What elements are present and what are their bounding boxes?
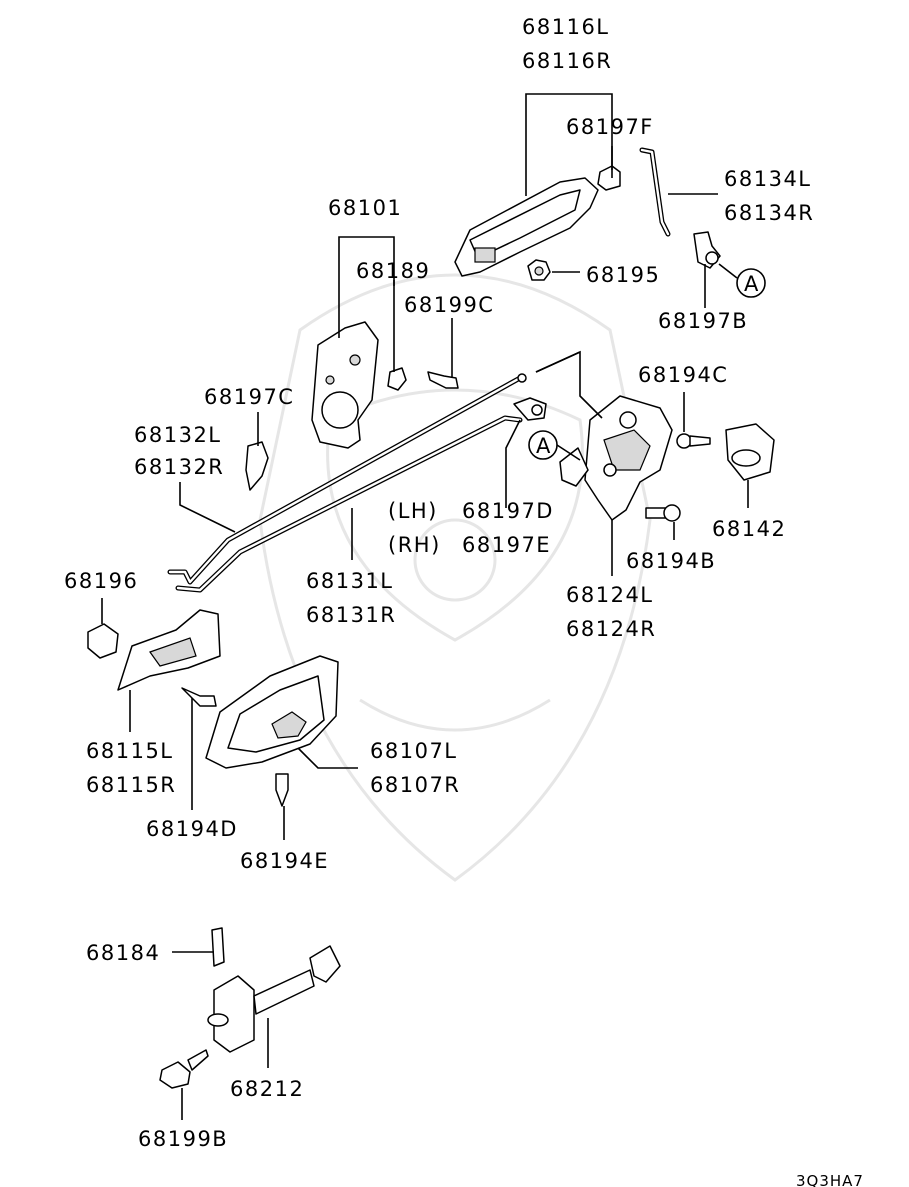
label-68199C: 68199C [404,293,494,317]
pin-68184 [211,927,225,967]
label-68134R: 68134R [724,201,814,225]
inside-handle-68115 [117,609,221,691]
clip-68197C [245,441,269,491]
label-ref-a2: A [536,434,552,458]
label-rh: (RH) [388,533,441,557]
label-68196: 68196 [64,569,138,593]
clip-68197F [597,165,621,191]
label-68131R: 68131R [306,603,396,627]
label-68131L: 68131L [306,569,394,593]
label-lh: (LH) [388,499,438,523]
nut-68195 [527,259,551,281]
bolt-68194B [645,504,681,522]
striker-68142 [725,423,775,481]
clip-68197B [693,231,721,269]
label-68107L: 68107L [370,739,458,763]
door-check-68212 [207,945,341,1053]
label-68184: 68184 [86,941,160,965]
label-68197B: 68197B [658,309,748,333]
label-68212: 68212 [230,1077,304,1101]
label-68101: 68101 [328,196,402,220]
screw-68199B [159,1049,209,1089]
label-68116R: 68116R [522,49,612,73]
label-68197F: 68197F [566,115,654,139]
escutcheon-68107 [205,655,339,769]
rods-68131-68132 [167,373,527,593]
label-68115R: 68115R [86,773,176,797]
label-68199B: 68199B [138,1127,228,1151]
label-68194C: 68194C [638,363,728,387]
clip-68189 [387,367,407,391]
label-68194D: 68194D [146,817,238,841]
bolt-68194C [676,433,711,449]
label-68195: 68195 [586,263,660,287]
label-68197E: 68197E [462,533,551,557]
leader-lines [101,93,766,1120]
label-68142: 68142 [712,517,786,541]
screw-68199C [427,371,459,389]
label-ref-a1: A [744,272,760,296]
label-68115L: 68115L [86,739,174,763]
label-68134L: 68134L [724,167,812,191]
latch-68124 [559,395,673,521]
screw-68194E [275,773,289,807]
rod-68134 [639,147,671,237]
label-68124R: 68124R [566,617,656,641]
label-68189: 68189 [356,259,430,283]
label-68197D: 68197D [462,499,554,523]
label-68124L: 68124L [566,583,654,607]
label-68194E: 68194E [240,849,329,873]
outside-handle-68116 [454,177,599,277]
screw-68194D [181,687,217,707]
label-68107R: 68107R [370,773,460,797]
clip-68197D [513,397,547,421]
nut-68196 [87,623,119,659]
diagram-code: 3Q3HA7 [796,1172,864,1187]
label-68194B: 68194B [626,549,716,573]
part-labels: 68116L 68116R 68197F 68134L 68134R 68101… [64,15,864,1187]
bracket-68101 [311,321,379,449]
label-68197C: 68197C [204,385,294,409]
label-68132L: 68132L [134,423,222,447]
label-68132R: 68132R [134,455,224,479]
label-68116L: 68116L [522,15,610,39]
